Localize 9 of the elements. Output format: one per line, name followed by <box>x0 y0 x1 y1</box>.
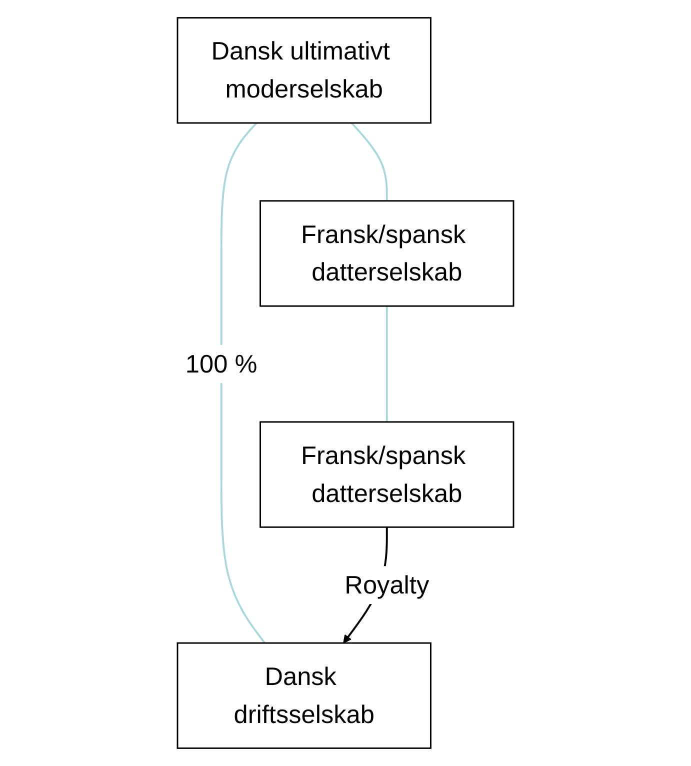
node-box: Fransk/spansk datterselskab <box>260 200 514 307</box>
connector <box>350 122 388 201</box>
connector <box>386 306 388 422</box>
node-box: Fransk/spansk datterselskab <box>260 421 514 528</box>
node-box: Dansk driftsselskab <box>176 642 432 749</box>
node-box: Dansk ultimativt moderselskab <box>176 17 432 124</box>
connector <box>220 122 266 644</box>
edge-label: Royalty <box>344 570 430 600</box>
edge-label: 100 % <box>185 348 258 378</box>
